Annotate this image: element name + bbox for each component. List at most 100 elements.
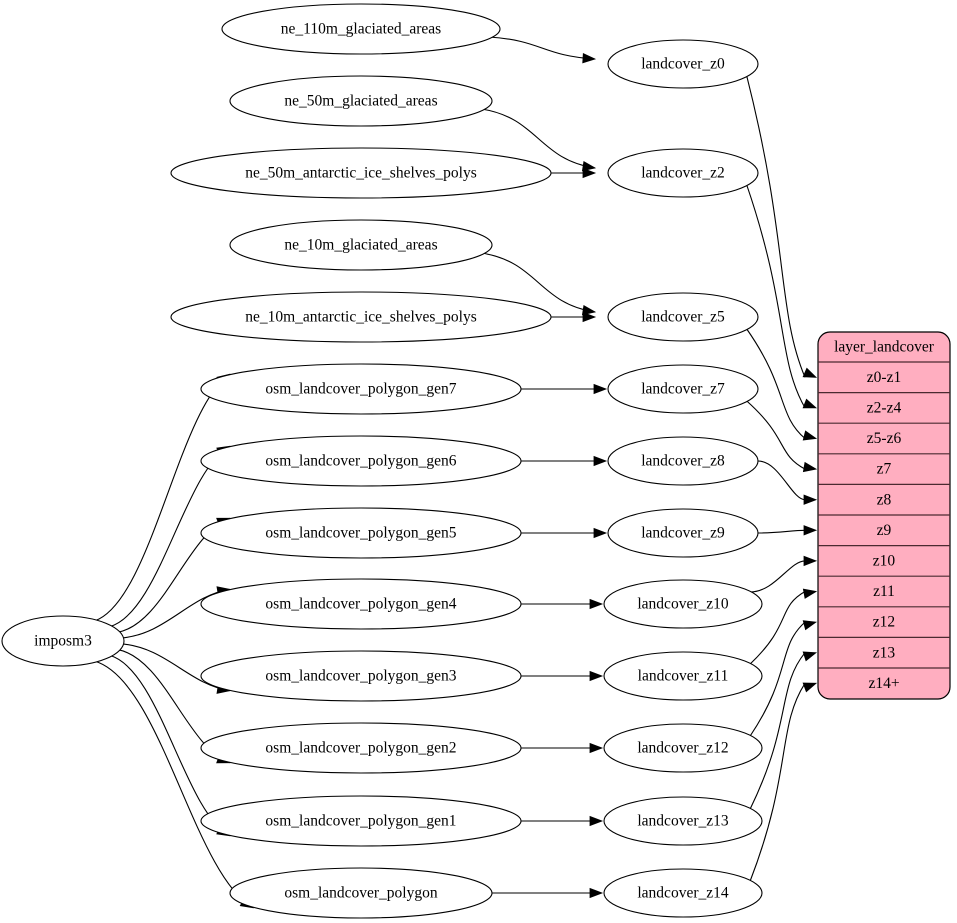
node-landcover_z7-shape xyxy=(607,364,759,414)
node-ne_50m_antarctic_ice_shelves_polys-shape xyxy=(170,147,552,199)
node-landcover_z2-label: landcover_z2 xyxy=(641,165,725,182)
layer-landcover-row-z14+[interactable]: z14+ xyxy=(868,675,899,692)
layer-landcover-row-z0-z1[interactable]: z0-z1 xyxy=(867,369,901,386)
node-osm_landcover_polygon_gen1-shape xyxy=(200,795,522,847)
node-osm_landcover_polygon_gen6-label: osm_landcover_polygon_gen6 xyxy=(265,453,456,470)
node-landcover_z7[interactable]: landcover_z7 xyxy=(607,364,759,414)
layer-landcover-row-z12[interactable]: z12 xyxy=(873,614,895,631)
nodes-layer: ne_110m_glaciated_areas ne_50m_glaciated_… xyxy=(1,3,763,919)
layer-landcover-row-z11[interactable]: z11 xyxy=(873,583,895,600)
edge-landcover_z0-to-layer-row-0 xyxy=(746,75,806,378)
edge-ne_110m_glaciated_areas-to-landcover_z0 xyxy=(488,36,596,60)
edge-landcover_z5-to-layer-row-2 xyxy=(746,328,806,439)
node-landcover_z10[interactable]: landcover_z10 xyxy=(603,579,763,629)
node-landcover_z9-label: landcover_z9 xyxy=(641,525,725,542)
node-landcover_z13[interactable]: landcover_z13 xyxy=(603,796,763,846)
node-ne_10m_antarctic_ice_shelves_polys-shape xyxy=(170,291,552,343)
node-osm_landcover_polygon[interactable]: osm_landcover_polygon xyxy=(229,867,493,919)
edge-landcover_z14-to-layer-row-10 xyxy=(749,683,806,882)
node-landcover_z14-label: landcover_z14 xyxy=(637,885,728,902)
edge-osm_landcover_polygon_gen5-to-landcover_z9-arrowhead xyxy=(593,527,608,539)
node-landcover_z5-shape xyxy=(607,292,759,342)
node-osm_landcover_polygon_gen6[interactable]: osm_landcover_polygon_gen6 xyxy=(200,435,522,487)
edge-osm_landcover_polygon_gen4-to-landcover_z10-arrowhead xyxy=(589,598,604,610)
edge-landcover_z7-to-layer-row-3 xyxy=(746,400,806,470)
layer-landcover-row-z7[interactable]: z7 xyxy=(877,461,892,478)
node-landcover_z11[interactable]: landcover_z11 xyxy=(603,651,763,701)
node-osm_landcover_polygon-shape xyxy=(229,867,493,919)
edge-ne_50m_glaciated_areas-to-landcover_z2-arrowhead xyxy=(581,160,597,172)
node-osm_landcover_polygon_gen4[interactable]: osm_landcover_polygon_gen4 xyxy=(200,578,522,630)
node-ne_10m_glaciated_areas-label: ne_10m_glaciated_areas xyxy=(284,237,437,254)
node-osm_landcover_polygon_gen7[interactable]: osm_landcover_polygon_gen7 xyxy=(200,363,522,415)
node-ne_50m_glaciated_areas[interactable]: ne_50m_glaciated_areas xyxy=(229,75,493,127)
node-osm_landcover_polygon-label: osm_landcover_polygon xyxy=(284,885,438,902)
node-landcover_z12-shape xyxy=(603,723,763,773)
node-landcover_z10-label: landcover_z10 xyxy=(637,596,728,613)
node-landcover_z2[interactable]: landcover_z2 xyxy=(607,148,759,198)
edge-landcover_z9-to-layer-row-5 xyxy=(757,529,806,534)
edge-landcover_z12-to-layer-row-8 xyxy=(749,621,806,737)
node-landcover_z5[interactable]: landcover_z5 xyxy=(607,292,759,342)
node-osm_landcover_polygon_gen5[interactable]: osm_landcover_polygon_gen5 xyxy=(200,507,522,559)
node-imposm3[interactable]: imposm3 xyxy=(1,615,125,667)
edge-landcover_z12-to-layer-row-8-arrowhead xyxy=(802,620,818,631)
edge-landcover_z2-to-layer-row-1-arrowhead xyxy=(802,398,818,409)
edge-landcover_z11-to-layer-row-7 xyxy=(749,591,806,665)
edge-osm_landcover_polygon-to-landcover_z14-arrowhead xyxy=(589,887,604,899)
edge-ne_10m_glaciated_areas-to-landcover_z5 xyxy=(481,252,596,313)
node-osm_landcover_polygon_gen3-shape xyxy=(200,650,522,702)
node-osm_landcover_polygon_gen3[interactable]: osm_landcover_polygon_gen3 xyxy=(200,650,522,702)
node-landcover_z8-label: landcover_z8 xyxy=(641,453,725,470)
node-ne_50m_glaciated_areas-shape xyxy=(229,75,493,127)
layer-landcover-record-node: layer_landcoverz0-z1z2-z4z5-z6z7z8z9z10z… xyxy=(817,331,951,700)
edge-imposm3-to-osm_landcover_polygon xyxy=(94,660,254,909)
node-osm_landcover_polygon_gen4-shape xyxy=(200,578,522,630)
layer-landcover-row-z10[interactable]: z10 xyxy=(873,552,896,569)
edge-landcover_z11-to-layer-row-7-arrowhead xyxy=(802,588,818,599)
node-osm_landcover_polygon_gen2-shape xyxy=(200,722,522,774)
edge-osm_landcover_polygon_gen3-to-landcover_z11-arrowhead xyxy=(589,670,604,682)
node-landcover_z14[interactable]: landcover_z14 xyxy=(603,868,763,918)
node-osm_landcover_polygon_gen1[interactable]: osm_landcover_polygon_gen1 xyxy=(200,795,522,847)
node-osm_landcover_polygon_gen7-shape xyxy=(200,363,522,415)
node-imposm3-label: imposm3 xyxy=(34,633,92,650)
node-ne_10m_antarctic_ice_shelves_polys-label: ne_10m_antarctic_ice_shelves_polys xyxy=(245,309,477,326)
edge-ne_50m_antarctic_ice_shelves_polys-to-landcover_z2-arrowhead xyxy=(582,167,597,179)
layer-landcover-row-z9[interactable]: z9 xyxy=(877,522,892,539)
layer-landcover-row-z2-z4[interactable]: z2-z4 xyxy=(867,399,902,416)
node-landcover_z13-shape xyxy=(603,796,763,846)
layer-landcover-row-z8[interactable]: z8 xyxy=(877,491,892,508)
edge-landcover_z13-to-layer-row-9-arrowhead xyxy=(802,651,818,662)
node-landcover_z2-shape xyxy=(607,148,759,198)
layer-landcover-row-z5-z6[interactable]: z5-z6 xyxy=(867,430,902,447)
edge-landcover_z9-to-layer-row-5-arrowhead xyxy=(803,525,818,536)
node-landcover_z9-shape xyxy=(607,508,759,558)
node-landcover_z12[interactable]: landcover_z12 xyxy=(603,723,763,773)
node-ne_110m_glaciated_areas-shape xyxy=(221,3,501,55)
node-imposm3-shape xyxy=(1,615,125,667)
edge-landcover_z5-to-layer-row-2-arrowhead xyxy=(802,430,818,441)
edge-landcover_z13-to-layer-row-9 xyxy=(749,652,806,810)
node-ne_110m_glaciated_areas[interactable]: ne_110m_glaciated_areas xyxy=(221,3,501,55)
edge-landcover_z8-to-layer-row-4-arrowhead xyxy=(803,494,818,505)
node-landcover_z9[interactable]: landcover_z9 xyxy=(607,508,759,558)
node-landcover_z8[interactable]: landcover_z8 xyxy=(607,436,759,486)
node-ne_110m_glaciated_areas-label: ne_110m_glaciated_areas xyxy=(281,21,441,38)
edge-ne_10m_antarctic_ice_shelves_polys-to-landcover_z5-arrowhead xyxy=(582,311,597,323)
node-landcover_z11-label: landcover_z11 xyxy=(638,668,729,685)
edge-osm_landcover_polygon_gen7-to-landcover_z7-arrowhead xyxy=(593,383,608,395)
node-ne_10m_antarctic_ice_shelves_polys[interactable]: ne_10m_antarctic_ice_shelves_polys xyxy=(170,291,552,343)
edge-landcover_z10-to-layer-row-6 xyxy=(750,560,806,593)
node-osm_landcover_polygon_gen2[interactable]: osm_landcover_polygon_gen2 xyxy=(200,722,522,774)
node-landcover_z11-shape xyxy=(603,651,763,701)
node-ne_50m_antarctic_ice_shelves_polys[interactable]: ne_50m_antarctic_ice_shelves_polys xyxy=(170,147,552,199)
node-landcover_z0[interactable]: landcover_z0 xyxy=(607,39,759,89)
node-landcover_z8-shape xyxy=(607,436,759,486)
node-ne_10m_glaciated_areas[interactable]: ne_10m_glaciated_areas xyxy=(229,219,493,271)
node-landcover_z0-label: landcover_z0 xyxy=(641,56,725,73)
node-landcover_z7-label: landcover_z7 xyxy=(641,381,725,398)
node-osm_landcover_polygon_gen4-label: osm_landcover_polygon_gen4 xyxy=(265,596,456,613)
layer-landcover-row-z13[interactable]: z13 xyxy=(873,644,896,661)
